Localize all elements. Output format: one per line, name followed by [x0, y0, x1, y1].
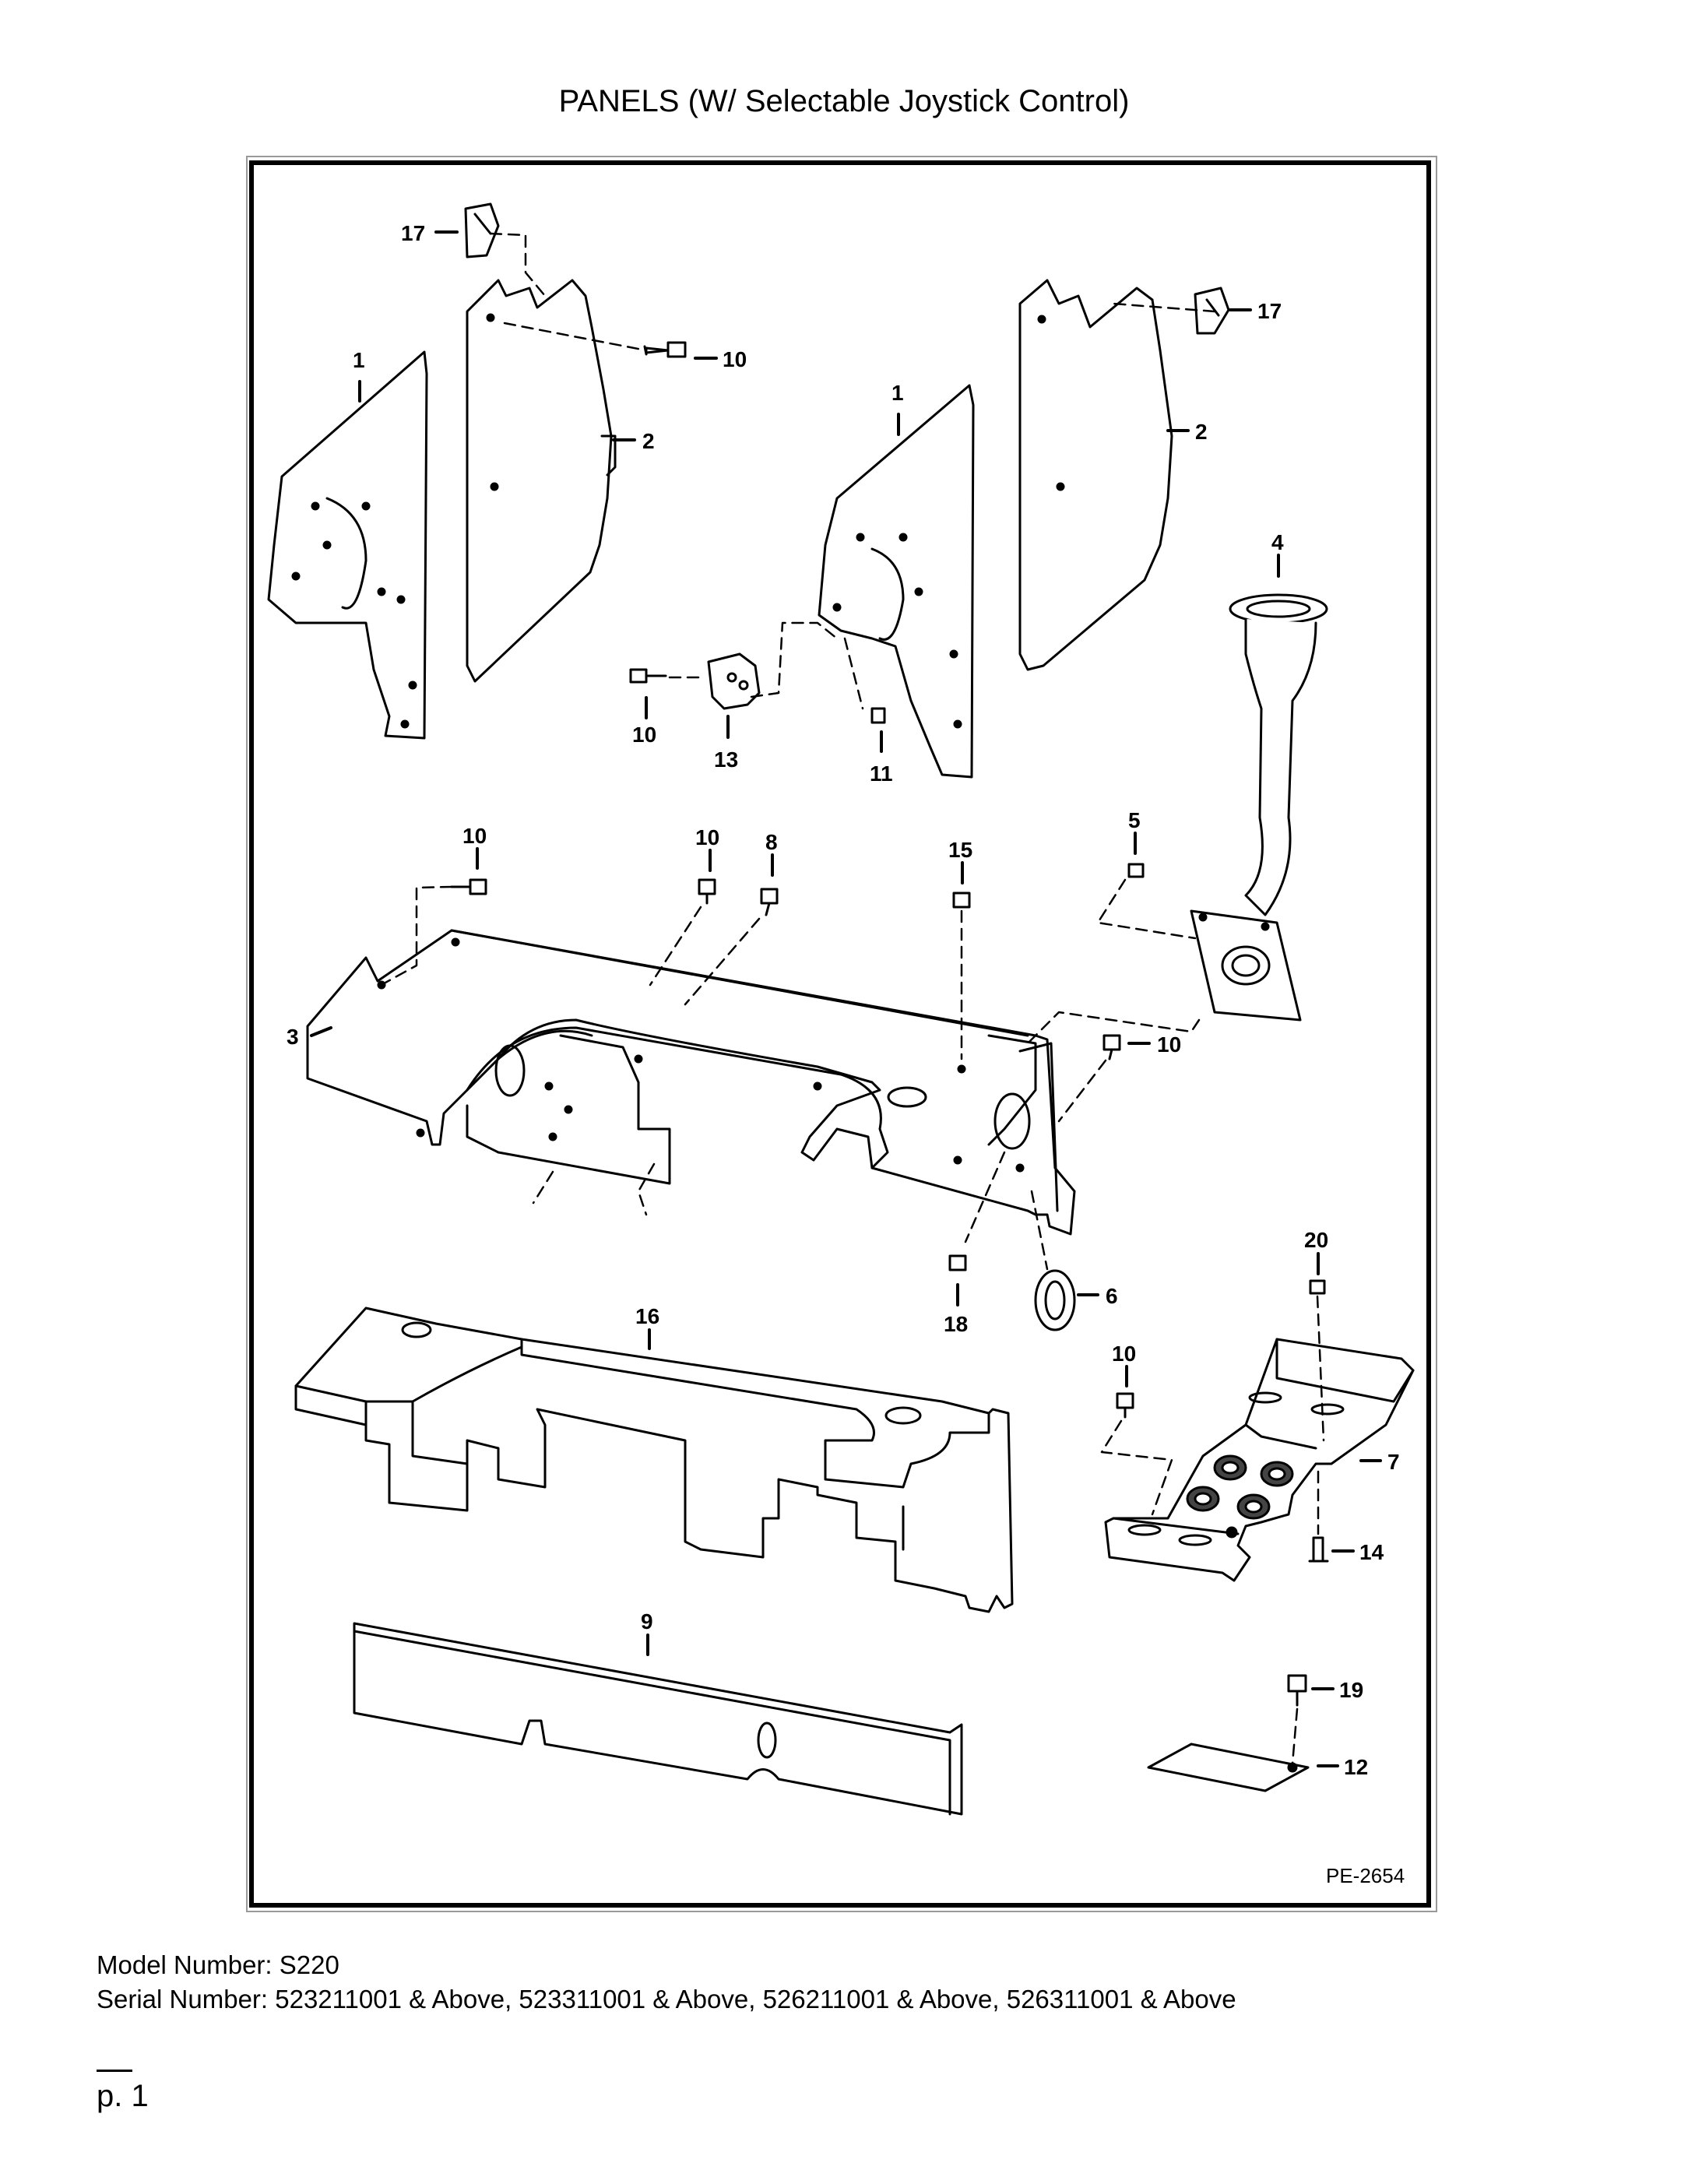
model-number: Model Number: S220 — [97, 1950, 339, 1979]
grommet-6 — [1034, 1269, 1076, 1331]
plate-12 — [1147, 1743, 1310, 1792]
bolt-14 — [1308, 1536, 1329, 1563]
callout-14: 14 — [1359, 1540, 1384, 1564]
callout-9: 9 — [641, 1609, 653, 1634]
callout-20: 20 — [1304, 1228, 1328, 1252]
joystick-boot-4 — [1229, 593, 1328, 916]
nut-11 — [870, 707, 886, 724]
frame-3 — [306, 929, 1076, 1236]
bolt-10-mid — [629, 668, 667, 684]
page-number-rule — [97, 2070, 132, 2072]
diagram-outer-frame — [246, 156, 1437, 1912]
bolt-8 — [760, 888, 779, 916]
callout-18: 18 — [944, 1312, 968, 1336]
nut-20 — [1309, 1279, 1326, 1295]
panel-1-left — [267, 350, 428, 740]
panel-9 — [353, 1622, 963, 1816]
bracket-13 — [707, 652, 761, 710]
leader-lines — [310, 230, 1382, 1767]
bolt-10-top — [643, 341, 687, 358]
bolt-10-center — [698, 878, 716, 905]
callout-6: 6 — [1106, 1284, 1118, 1308]
page-title: PANELS (W/ Selectable Joystick Control) — [558, 84, 1130, 118]
nut-15 — [952, 892, 971, 909]
callout-8: 8 — [765, 830, 778, 854]
callouts: 17 17 1 1 2 2 10 4 10 13 11 10 10 8 15 5… — [287, 221, 1405, 1887]
callout-7: 7 — [1387, 1450, 1400, 1474]
page-number: p. 1 — [97, 2079, 149, 2113]
bolt-19 — [1287, 1674, 1307, 1707]
mounting-plate-4 — [1190, 909, 1302, 1022]
callout-10-lower: 10 — [1112, 1342, 1136, 1366]
nut-18 — [948, 1254, 967, 1271]
panel-2-left — [466, 279, 617, 683]
bolt-5 — [1127, 863, 1145, 878]
callout-16: 16 — [635, 1304, 659, 1328]
bolts-and-nuts — [450, 341, 1329, 1707]
clip-17-left — [464, 202, 500, 258]
callout-10-frame: 10 — [462, 824, 487, 848]
bolt-10-lower — [1116, 1392, 1134, 1419]
callout-17-right: 17 — [1257, 299, 1282, 323]
panel-2-right — [1018, 279, 1173, 671]
callout-11: 11 — [870, 761, 893, 786]
callout-1-left: 1 — [353, 348, 365, 372]
bolt-10-right — [1102, 1034, 1121, 1060]
callout-10-center: 10 — [695, 825, 719, 849]
callout-4: 4 — [1271, 530, 1284, 554]
callout-5: 5 — [1128, 808, 1141, 832]
assembly-guides — [384, 232, 1325, 1765]
callout-1-right: 1 — [891, 381, 904, 405]
serial-number: Serial Number: 523211001 & Above, 523311… — [97, 1985, 1236, 2013]
callout-2-left: 2 — [642, 429, 655, 453]
callout-19: 19 — [1339, 1678, 1363, 1702]
callout-15: 15 — [948, 838, 972, 862]
callout-10-mid: 10 — [632, 723, 656, 747]
callout-13: 13 — [714, 747, 738, 772]
panel-16 — [294, 1307, 1014, 1613]
callout-10-top: 10 — [723, 347, 747, 371]
callout-3: 3 — [287, 1025, 299, 1049]
callout-2-right: 2 — [1195, 420, 1208, 444]
bracket-7 — [1104, 1338, 1415, 1582]
callout-10-right: 10 — [1157, 1032, 1181, 1057]
figure-code: PE-2654 — [1326, 1864, 1405, 1887]
callout-12: 12 — [1344, 1755, 1368, 1779]
bolt-10-frame — [450, 878, 487, 895]
callout-17-left: 17 — [401, 221, 425, 245]
panel-1-right — [818, 384, 975, 779]
